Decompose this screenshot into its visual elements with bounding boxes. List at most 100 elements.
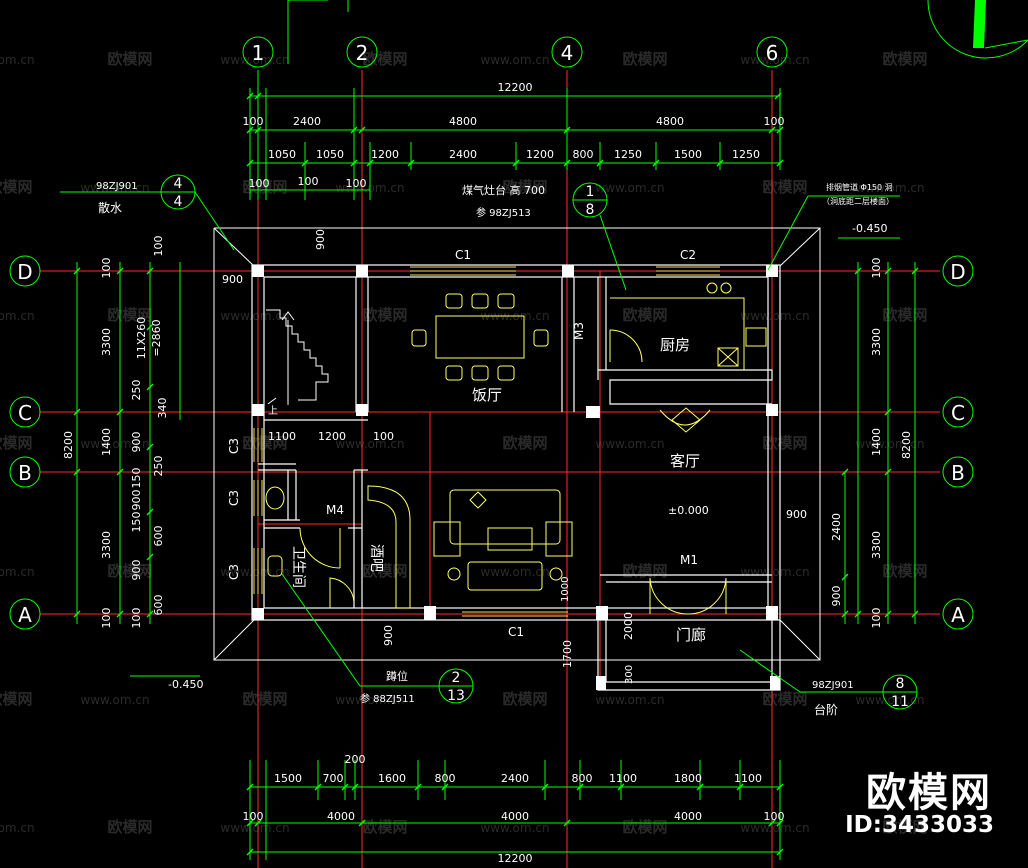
- watermark-brand: 欧模网: [362, 50, 407, 68]
- watermark-brand: 欧模网: [622, 306, 667, 324]
- axis-label-right: B: [951, 461, 965, 485]
- dim-left-inner: 900: [130, 490, 143, 511]
- axis-label-top: 2: [356, 41, 369, 65]
- detail-bubbles: [60, 174, 918, 710]
- dim-900-top: 900: [314, 229, 327, 250]
- watermark-brand: 欧模网: [762, 434, 807, 452]
- dim-bottom-row2: 4000: [674, 810, 702, 823]
- dim-2000: 2000: [622, 612, 635, 640]
- window-label-c3: C3: [227, 438, 241, 454]
- dim-left-outer: 3300: [100, 328, 113, 356]
- dim-left-inner: 250: [130, 380, 143, 401]
- detail-bubble-texts: 4 4 1 8 2 13 8 11: [174, 176, 909, 710]
- apron-outline: [213, 227, 821, 661]
- watermark-brand: 欧模网: [882, 306, 927, 324]
- bubble-text: 8: [896, 676, 905, 692]
- dim-right-outer: 1400: [870, 428, 883, 456]
- watermark-site: www.om.cn: [480, 53, 549, 67]
- watermark-brand: 欧模网: [502, 434, 547, 452]
- window-label-c3: C3: [227, 564, 241, 580]
- window-label-c1-bottom: C1: [508, 625, 524, 639]
- watermark-layer: 欧模网 www.om.cn 欧模网 www.om.cn 欧模网 www.om.cn 欧模网 w…: [0, 50, 928, 836]
- dim-left-outer: 1400: [100, 428, 113, 456]
- watermark-brand: 欧模网: [882, 50, 927, 68]
- watermark-brand: 欧模网: [107, 562, 152, 580]
- watermark-site: www.om.cn: [335, 693, 404, 707]
- dim-left-inner: 900: [130, 432, 143, 453]
- dim-900-bar: 900: [382, 625, 395, 646]
- watermark-brand: 欧模网: [242, 178, 287, 196]
- room-label-dining: 饭厅: [472, 386, 502, 404]
- dimension-lines: [76, 70, 916, 860]
- axis-label-left: A: [18, 603, 32, 627]
- stair-up-label: 上: [268, 405, 278, 417]
- window-label-c3: C3: [227, 490, 241, 506]
- dim-top-row2: 1200: [526, 148, 554, 161]
- watermark-site: www.om.cn: [740, 309, 809, 323]
- dim-left-outer: 100: [100, 608, 113, 629]
- pipe-note: 排烟管道 Φ150 洞: [826, 182, 893, 192]
- dim-left-stair: 11X260: [135, 317, 148, 360]
- watermark-site: www.om.cn: [855, 693, 924, 707]
- axis-label-left: C: [18, 401, 32, 425]
- furniture: [265, 282, 767, 609]
- dim-left-inner: 100: [152, 236, 165, 257]
- dim-left-inner: 900: [130, 560, 143, 581]
- watermark-brand: 欧模网: [0, 690, 33, 708]
- dim-left-stair: =2860: [150, 319, 163, 356]
- dim-bottom-row2: 4000: [327, 810, 355, 823]
- watermark-brand: 欧模网: [362, 306, 407, 324]
- dim-top-row2: 1250: [732, 148, 760, 161]
- drain-code: 98ZJ901: [96, 181, 138, 192]
- watermark-site: www.om.cn: [80, 437, 149, 451]
- dim-bottom-row1: 2400: [501, 772, 529, 785]
- watermark-brand: 欧模网: [0, 178, 33, 196]
- watermark-brand: 欧模网: [242, 690, 287, 708]
- window-label-c2: C2: [680, 248, 696, 262]
- dim-left-340: 340: [156, 398, 169, 419]
- level-exterior: -0.450: [852, 222, 887, 235]
- axis-label-left: D: [17, 260, 32, 284]
- watermark-brand: 欧模网: [0, 434, 33, 452]
- dim-300: 300: [624, 665, 635, 684]
- dim-900-left: 900: [222, 273, 243, 286]
- watermark-site: www.om.cn: [740, 821, 809, 835]
- squat-label: 蹲位: [386, 669, 408, 683]
- dim-top-row2: 800: [573, 148, 594, 161]
- watermark-site: www.om.cn: [855, 437, 924, 451]
- corner-watermark-id: ID:3433033: [845, 812, 994, 838]
- watermark-brand: 欧模网: [107, 306, 152, 324]
- dim-left-inner: 600: [152, 526, 165, 547]
- watermark-site: www.om.cn: [595, 181, 664, 195]
- axis-labels: 1 2 4 6 D C B A D C B A: [17, 41, 965, 627]
- dim-right-inner: 2400: [830, 513, 843, 541]
- drain-label: 散水: [98, 200, 122, 215]
- bubble-text: 8: [586, 202, 595, 218]
- door-label-m4: M4: [326, 503, 344, 517]
- dim-left-outer: 3300: [100, 531, 113, 559]
- dim-top-row1: 4800: [449, 115, 477, 128]
- door-label-m3: M3: [572, 322, 586, 340]
- axis-label-top: 1: [252, 41, 265, 65]
- watermark-site: www.om.cn: [0, 53, 35, 67]
- dim-1700: 1700: [561, 640, 574, 668]
- dim-bottom-200: 200: [345, 753, 366, 766]
- room-label-kitchen: 厨房: [660, 336, 690, 354]
- dim-1100: 1100: [268, 430, 296, 443]
- dim-left-inner: 600: [152, 595, 165, 616]
- dim-bottom-row1: 1100: [609, 772, 637, 785]
- watermark-brand: 欧模网: [362, 818, 407, 836]
- dim-top-row2: 1500: [674, 148, 702, 161]
- dim-bottom-row1: 1800: [674, 772, 702, 785]
- room-label-bath: 卫生间: [290, 546, 306, 588]
- pipe-note-2: （洞底距二层楼面）: [822, 196, 894, 206]
- dim-top-row3: 100: [249, 177, 270, 190]
- bubble-text: 11: [891, 694, 909, 710]
- room-label-bar: 酒吧: [368, 544, 384, 572]
- section-mark: [287, 0, 349, 64]
- dim-top-row3: 100: [346, 177, 367, 190]
- watermark-site: www.om.cn: [0, 821, 35, 835]
- dim-top-row2: 1050: [316, 148, 344, 161]
- watermark-brand: 欧模网: [107, 818, 152, 836]
- watermark-brand: 欧模网: [882, 818, 927, 836]
